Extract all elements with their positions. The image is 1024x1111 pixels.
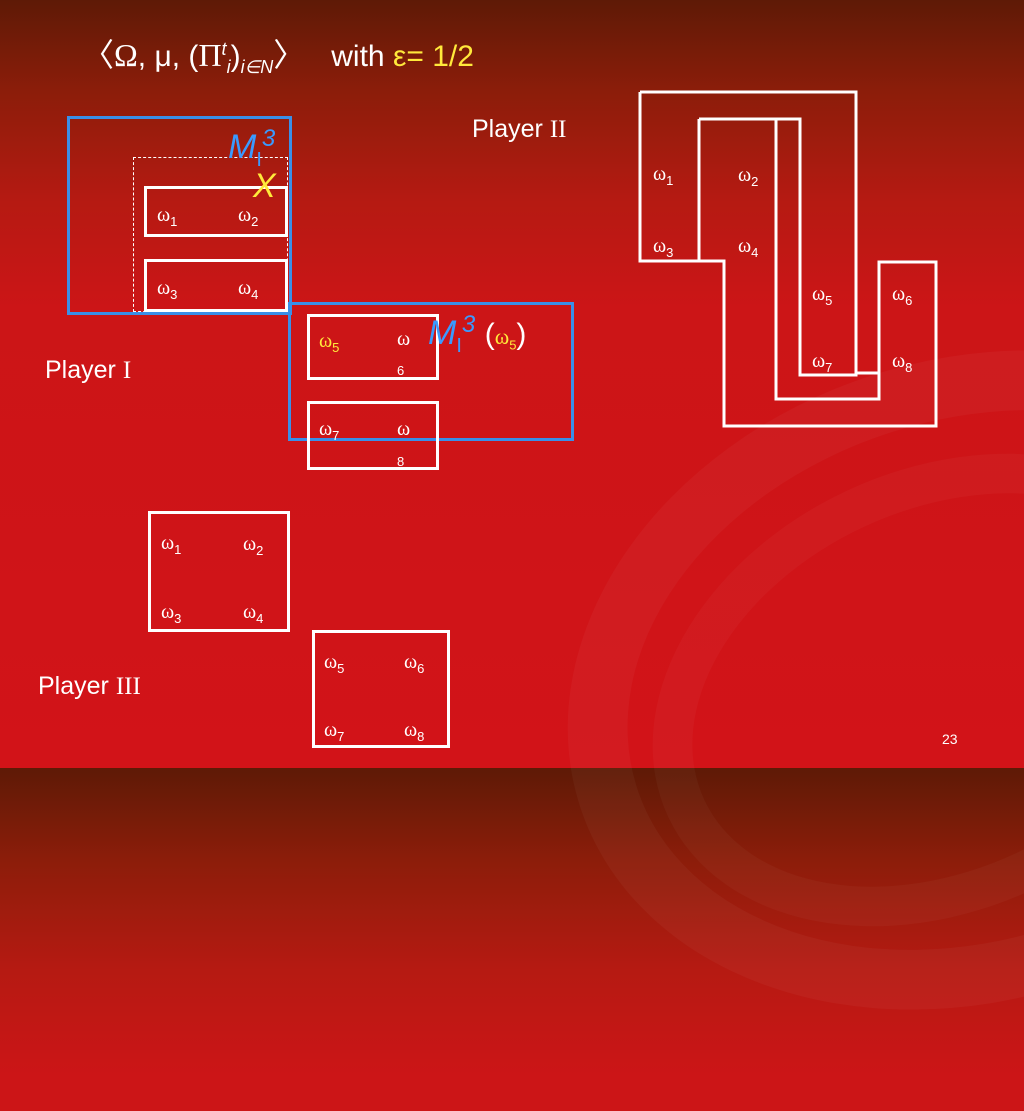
p1-cell-w7-w8 bbox=[307, 401, 439, 470]
p1-omega-6: ω bbox=[397, 328, 411, 350]
snake-inner bbox=[699, 117, 858, 377]
p1-cell-w5-w6 bbox=[307, 314, 439, 380]
snake-inner-3 bbox=[774, 119, 881, 401]
player-2-partition bbox=[0, 0, 1024, 768]
x-label: X bbox=[253, 167, 276, 205]
p2-omega-2: ω2 bbox=[738, 164, 759, 189]
p1-omega-8: ω bbox=[397, 418, 411, 440]
p3-omega-4: ω4 bbox=[243, 601, 264, 626]
p2-omega-4: ω4 bbox=[738, 235, 759, 260]
p3-cell-w5-w8 bbox=[312, 630, 450, 748]
p1-omega-5: ω5 bbox=[319, 330, 340, 355]
p1-omega-7: ω7 bbox=[319, 418, 340, 443]
p2-omega-7: ω7 bbox=[812, 350, 833, 375]
p2-omega-1: ω1 bbox=[653, 163, 674, 188]
player-1-label: Player I bbox=[45, 356, 132, 384]
p2-omega-5: ω5 bbox=[812, 283, 833, 308]
p1-omega-6-sub: 6 bbox=[397, 363, 405, 378]
p1-omega-4: ω4 bbox=[238, 277, 259, 302]
p3-omega-8: ω8 bbox=[404, 719, 425, 744]
p1-cell-w1-w2 bbox=[144, 186, 288, 237]
p3-omega-5: ω5 bbox=[324, 651, 345, 676]
p1-omega-1: ω1 bbox=[157, 204, 178, 229]
m-label-top: MI3 bbox=[228, 125, 276, 171]
snake-outer bbox=[638, 90, 938, 428]
p2-omega-8: ω8 bbox=[892, 350, 913, 375]
snake-inner-2 bbox=[697, 119, 724, 263]
p1-omega-8-sub: 8 bbox=[397, 454, 405, 469]
m-region-top bbox=[67, 116, 292, 315]
p1-omega-3: ω3 bbox=[157, 277, 178, 302]
p3-omega-7: ω7 bbox=[324, 719, 345, 744]
p3-omega-2: ω2 bbox=[243, 533, 264, 558]
m-region-omega5 bbox=[288, 302, 574, 441]
p3-omega-6: ω6 bbox=[404, 651, 425, 676]
p2-omega-3: ω3 bbox=[653, 235, 674, 260]
player-2-label: Player II bbox=[472, 115, 567, 143]
p3-cell-w1-w4 bbox=[148, 511, 290, 632]
p1-cell-w3-w4 bbox=[144, 259, 288, 312]
player-3-label: Player III bbox=[38, 672, 141, 700]
p2-omega-6: ω6 bbox=[892, 283, 913, 308]
p3-omega-3: ω3 bbox=[161, 601, 182, 626]
m-label-omega5: MI3 (ω5) bbox=[428, 311, 527, 357]
page-number: 23 bbox=[942, 731, 958, 747]
p3-omega-1: ω1 bbox=[161, 532, 182, 557]
slide-title: 〈Ω, μ, (Πti)i∈N〉with ε= 1/2 bbox=[82, 37, 474, 77]
p1-omega-2: ω2 bbox=[238, 204, 259, 229]
